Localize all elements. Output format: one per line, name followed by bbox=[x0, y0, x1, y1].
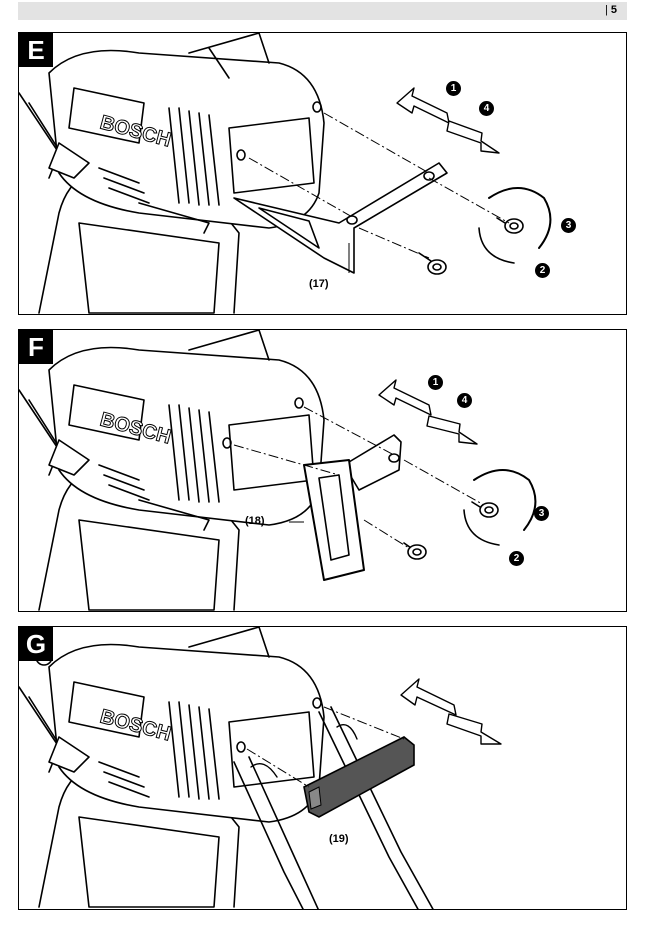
page-number: |5 bbox=[605, 4, 617, 16]
step-number: 3 bbox=[561, 218, 576, 233]
figure-panel-f: BOSCH F (18) 1 4 3 2 bbox=[18, 329, 627, 612]
header-bar: |5 bbox=[18, 2, 627, 20]
step-number: 4 bbox=[457, 393, 472, 408]
figure-panel-e: BOSCH E (17) 1 4 3 2 bbox=[18, 32, 627, 315]
step-number: 1 bbox=[428, 375, 443, 390]
drill-illustration-g: BOSCH bbox=[19, 627, 502, 909]
step-number: 2 bbox=[509, 551, 524, 566]
step-number: 3 bbox=[534, 506, 549, 521]
panel-letter: G bbox=[19, 627, 53, 661]
drill-illustration-e: BOSCH bbox=[19, 33, 552, 314]
step-number: 1 bbox=[446, 81, 461, 96]
callout-label: (18) bbox=[245, 515, 265, 527]
callout-label: (19) bbox=[329, 833, 349, 845]
figure-panel-g: BOSCH G (19) bbox=[18, 626, 627, 910]
step-number: 4 bbox=[479, 101, 494, 116]
callout-label: (17) bbox=[309, 278, 329, 290]
step-number: 2 bbox=[535, 263, 550, 278]
drill-illustration-f: BOSCH bbox=[19, 330, 537, 611]
panel-letter: F bbox=[19, 330, 53, 364]
panel-letter: E bbox=[19, 33, 53, 67]
